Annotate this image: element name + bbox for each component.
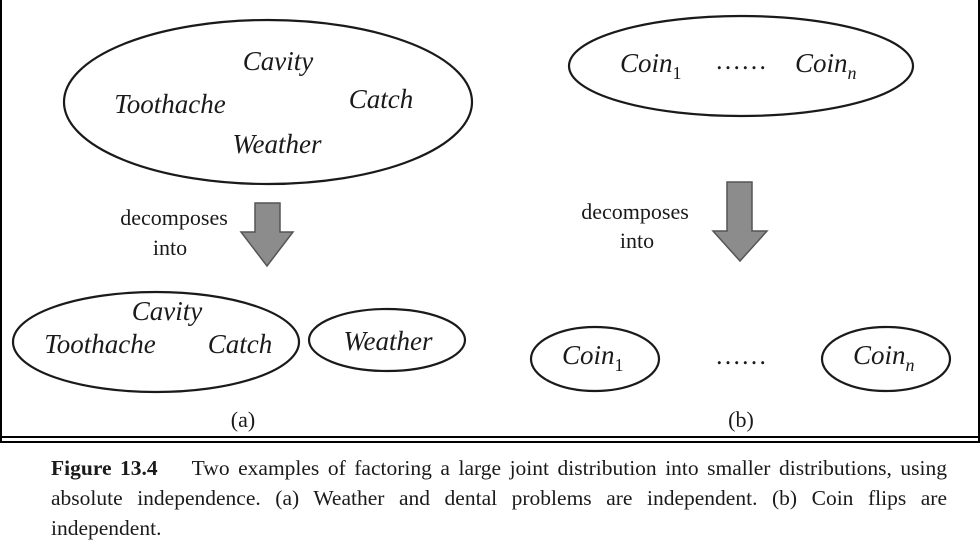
node-cavity-bottom: Cavity [132,296,202,326]
right-frame-border [978,0,980,441]
into-label-b: into [620,228,654,253]
cluster-ellipse-dental [11,290,301,394]
panel-label-b: (b) [728,407,754,432]
decomposes-label-b: decomposes [581,199,689,224]
node-catch-top: Catch [349,84,414,114]
left-frame-border [0,0,2,441]
coin-n-bottom: Coinn [853,340,915,375]
caption-rule-bottom [0,441,980,443]
panel-label-a: (a) [231,407,255,432]
coin-1-top: Coin1 [620,48,682,83]
decomposes-label-a: decomposes [120,205,228,230]
node-toothache-top: Toothache [114,89,226,119]
figure-number: Figure 13.4 [51,456,158,480]
down-arrow-b [711,181,769,263]
node-cavity-top: Cavity [243,46,313,76]
node-weather-top: Weather [233,129,322,159]
cluster-ellipse-weather [307,307,467,373]
caption-text: Two examples of factoring a large joint … [51,456,947,540]
caption-rule-top [0,436,980,438]
joint-ellipse-a [62,18,474,186]
joint-ellipse-b [567,14,915,118]
coin-1-bottom: Coin1 [562,340,624,375]
coin-n-ellipse [820,325,952,393]
down-arrow-a [239,202,295,268]
coin-n-top: Coinn [795,48,857,83]
ellipsis-dots-bottom: …… [715,341,767,370]
node-catch-bottom: Catch [208,329,273,359]
node-toothache-bottom: Toothache [44,329,156,359]
into-label-a: into [153,235,187,260]
coin-1-ellipse [529,325,661,393]
node-weather-bottom: Weather [344,326,433,356]
ellipsis-dots-top: …… [715,46,767,75]
diagram-canvas: Cavity Toothache Catch Weather decompose… [11,14,952,432]
